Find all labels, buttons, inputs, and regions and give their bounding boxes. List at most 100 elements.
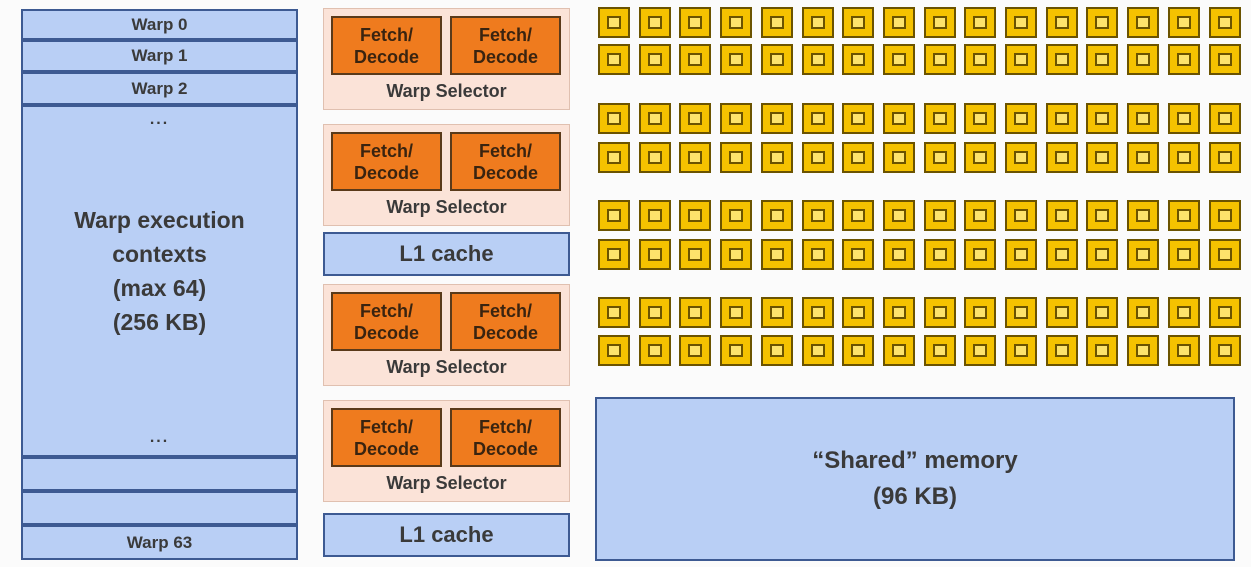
contexts-description: Warp execution contexts (max 64) (256 KB… [23,203,296,339]
core-unit [883,200,915,231]
core-inner [1055,151,1069,164]
decode-label: Decode [472,438,539,459]
decode-label: Decode [353,322,420,343]
warp-selector-group-4: Fetch/Decode Fetch/Decode Warp Selector [323,400,570,502]
core-inner [729,306,743,319]
core-unit [842,200,874,231]
decode-label: Decode [353,162,420,183]
core-inner [811,248,825,261]
core-inner [1218,306,1232,319]
core-unit [964,103,996,134]
core-inner [607,112,621,125]
core-inner [1136,344,1150,357]
warp-selector-group-3: Fetch/Decode Fetch/Decode Warp Selector [323,284,570,386]
core-unit [1168,44,1200,75]
warp-row-blank-2 [21,491,298,525]
fetch-decode-unit: Fetch/Decode [450,408,561,467]
core-inner [770,151,784,164]
core-unit [1005,142,1037,173]
core-inner [1055,248,1069,261]
core-inner [851,16,865,29]
decode-label: Decode [353,438,420,459]
core-unit [1209,103,1241,134]
core-unit [1005,239,1037,270]
warp-63-label: Warp 63 [126,532,193,552]
core-inner [1136,248,1150,261]
core-inner [851,151,865,164]
core-inner [688,209,702,222]
core-unit [1005,103,1037,134]
core-unit [1168,297,1200,328]
core-unit [598,297,630,328]
core-unit [1005,44,1037,75]
core-unit [802,239,834,270]
core-inner [1055,209,1069,222]
core-unit [720,103,752,134]
core-unit [598,44,630,75]
core-unit [842,142,874,173]
l1-cache-label: L1 cache [399,522,494,547]
core-unit [1046,44,1078,75]
core-inner [770,112,784,125]
core-inner [607,248,621,261]
core-unit [639,335,671,366]
core-inner [811,306,825,319]
core-unit [720,142,752,173]
core-inner [1055,16,1069,29]
fetch-decode-unit: Fetch/Decode [450,132,561,191]
core-unit [679,297,711,328]
core-inner [1177,151,1191,164]
core-unit [842,7,874,38]
core-unit [639,44,671,75]
core-unit [1046,142,1078,173]
core-inner [607,151,621,164]
core-inner [1095,248,1109,261]
core-unit [598,7,630,38]
core-unit [802,7,834,38]
core-inner [933,248,947,261]
core-unit [1086,200,1118,231]
core-unit [842,239,874,270]
core-unit [639,239,671,270]
core-inner [1014,53,1028,66]
core-unit [1209,142,1241,173]
fetch-decode-unit: Fetch/Decode [450,16,561,75]
fetch-label: Fetch/ [478,24,532,45]
core-inner [1095,306,1109,319]
core-unit [924,142,956,173]
core-unit [924,335,956,366]
core-inner [770,16,784,29]
core-inner [688,151,702,164]
contexts-line-3: (max 64) [112,275,207,301]
core-unit [639,103,671,134]
core-inner [933,16,947,29]
core-inner [1218,209,1232,222]
core-inner [1014,112,1028,125]
fetch-decode-unit: Fetch/Decode [331,16,442,75]
core-unit [761,200,793,231]
core-unit [679,142,711,173]
core-unit [883,239,915,270]
core-unit [761,239,793,270]
core-inner [688,16,702,29]
core-unit [883,7,915,38]
core-inner [770,306,784,319]
core-unit [1046,103,1078,134]
fetch-label: Fetch/ [359,140,413,161]
fetch-decode-unit: Fetch/Decode [331,132,442,191]
core-unit [1209,44,1241,75]
core-inner [973,53,987,66]
core-inner [1218,151,1232,164]
core-inner [892,53,906,66]
core-inner [1177,306,1191,319]
core-unit [679,335,711,366]
core-inner [1095,344,1109,357]
core-inner [688,344,702,357]
decode-label: Decode [472,46,539,67]
core-inner [811,344,825,357]
core-unit [720,297,752,328]
core-unit [598,239,630,270]
fetch-label: Fetch/ [478,300,532,321]
l1-cache-2: L1 cache [323,513,570,557]
core-inner [892,248,906,261]
